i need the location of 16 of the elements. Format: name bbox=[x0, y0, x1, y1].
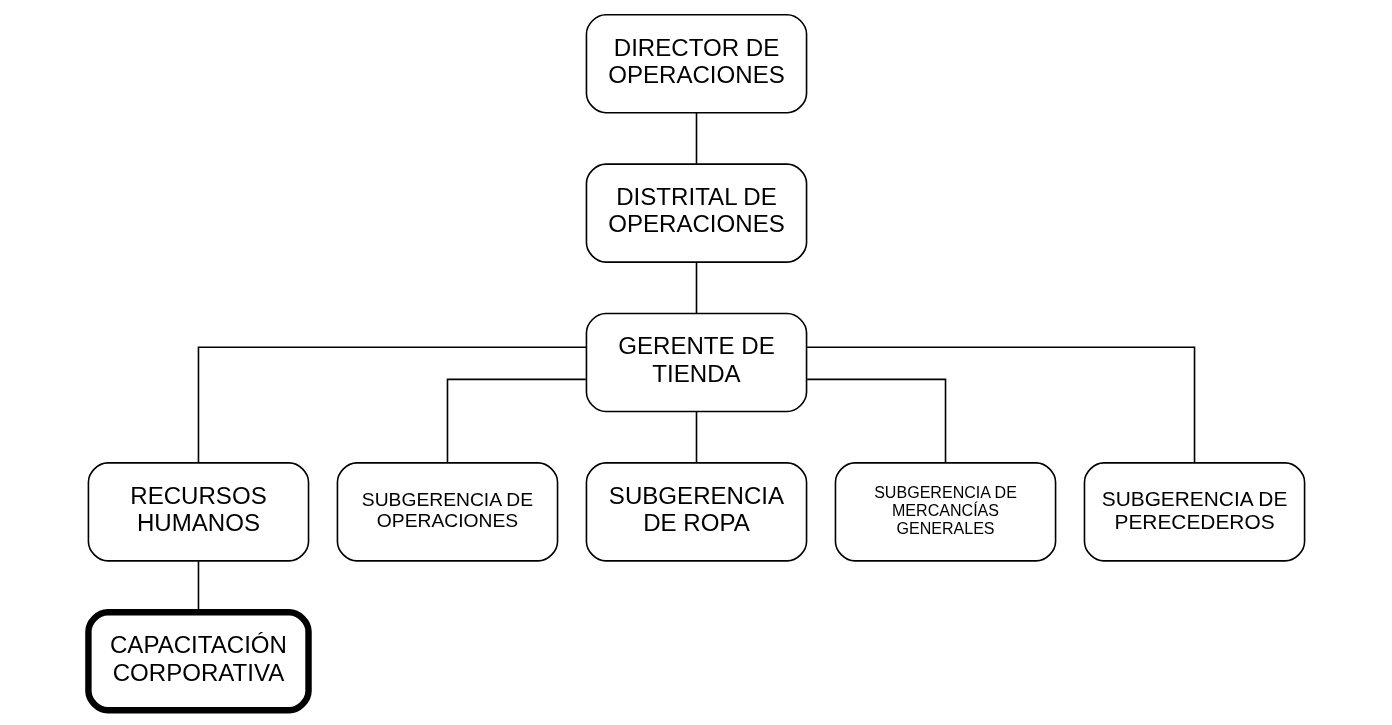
node-box: SUBGERENCIA DE PERECEDEROS bbox=[1083, 462, 1305, 562]
node-box: SUBGERENCIA DE OPERACIONES bbox=[336, 462, 558, 562]
node-box: SUBGERENCIA DE MERCANCÍAS GENERALES bbox=[834, 462, 1056, 562]
node-box: RECURSOS HUMANOS bbox=[87, 462, 309, 562]
connector bbox=[695, 112, 697, 165]
connector bbox=[805, 378, 946, 464]
node-box: DIRECTOR DE OPERACIONES bbox=[585, 13, 807, 114]
node-box: SUBGERENCIA DE ROPA bbox=[585, 462, 807, 562]
connector bbox=[695, 411, 697, 464]
connector bbox=[197, 346, 587, 464]
node-box: GERENTE DE TIENDA bbox=[585, 312, 807, 413]
connector bbox=[805, 346, 1195, 464]
connector bbox=[446, 378, 587, 464]
node-box: CAPACITACIÓN CORPORATIVA bbox=[84, 609, 312, 714]
node-box: DISTRITAL DE OPERACIONES bbox=[585, 163, 807, 263]
connector bbox=[695, 261, 697, 314]
